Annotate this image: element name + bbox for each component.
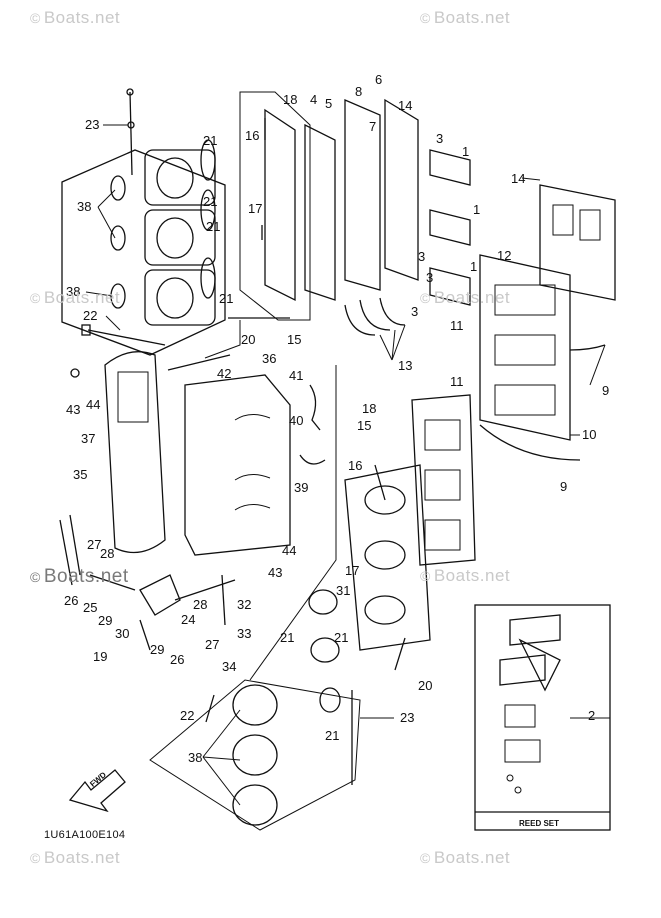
callout: 44 [282,543,296,558]
callout: 26 [64,593,78,608]
callout: 3 [436,131,443,146]
callout: 2 [588,708,595,723]
callout: 44 [86,397,100,412]
callout: 43 [268,565,282,580]
callout: 3 [411,304,418,319]
callout: 20 [418,678,432,693]
watermark: ©Boats.net [420,288,511,307]
callout: 1 [473,202,480,217]
diagram-code: 1U61A100E104 [44,829,126,841]
carburetor-assembly-lower [149,589,361,831]
callout: 38 [77,199,91,214]
reed-valve-stack [228,91,471,336]
callout: 11 [450,318,464,333]
leader-lines [85,124,606,806]
callout: 22 [180,708,194,723]
watermark: ©Boats.net [420,848,511,867]
callout: 14 [398,98,412,113]
callout: 32 [237,597,251,612]
callout: 37 [81,431,95,446]
callout: 8 [355,84,362,99]
callout: 15 [287,332,301,347]
callout: 34 [222,659,236,674]
callout: 1 [470,259,477,274]
callout: 29 [98,613,112,628]
callout: 5 [325,96,332,111]
callout: 17 [248,201,262,216]
watermark: ©Boats.net [30,566,129,587]
reed-set-label: REED SET [519,819,560,828]
callout: 31 [336,583,350,598]
callout: 22 [83,308,97,323]
callout: 28 [100,546,114,561]
callout: 14 [511,171,525,186]
callout: 21 [203,194,217,209]
watermark: ©Boats.net [30,288,121,307]
callout: 9 [560,479,567,494]
callout: 1 [462,144,469,159]
watermark: ©Boats.net [30,8,121,27]
callout: 30 [115,626,129,641]
callout: 7 [369,119,376,134]
callout: 29 [150,642,164,657]
fwd-arrow [68,769,126,813]
callout: 9 [602,383,609,398]
silencer-cover [167,320,326,556]
callout: 15 [357,418,371,433]
callout: 18 [283,92,297,107]
callout: 17 [345,563,359,578]
callout: 3 [418,249,425,264]
callout: 12 [497,248,511,263]
callout: 43 [66,402,80,417]
callout: 27 [87,537,101,552]
reed-set-box [474,604,611,831]
callout: 21 [206,219,220,234]
callout: 42 [217,366,231,381]
callout: 3 [426,270,433,285]
watermark: ©Boats.net [30,848,121,867]
callout: 16 [348,458,362,473]
callout: 33 [237,626,251,641]
callout: 11 [450,374,464,389]
callout: 28 [193,597,207,612]
callout: 38 [66,284,80,299]
callout: 41 [289,368,303,383]
callout: 25 [83,600,97,615]
callout: 19 [93,649,107,664]
callout: 26 [170,652,184,667]
callout: 21 [334,630,348,645]
callout: 39 [294,480,308,495]
intake-silencer [59,351,166,586]
carburetor-assembly-upper [61,88,226,356]
callout: 36 [262,351,276,366]
callout: 23 [400,710,414,725]
callout: 21 [325,728,339,743]
intake-manifold [479,184,616,461]
callout: 10 [582,427,596,442]
watermark: ©Boats.net [420,566,511,585]
carb-plates-lower [249,365,476,681]
callout: 21 [219,291,233,306]
callout: 23 [85,117,99,132]
callout: 40 [289,413,303,428]
callout: 38 [188,750,202,765]
callout: 35 [73,467,87,482]
callout: 21 [203,133,217,148]
part-callouts: 1 1 1 2 3 3 3 3 4 5 6 7 8 9 9 10 11 11 1… [64,72,609,765]
callout: 21 [280,630,294,645]
callout: 13 [398,358,412,373]
callout: 4 [310,92,317,107]
callout: 16 [245,128,259,143]
callout: 6 [375,72,382,87]
callout: 20 [241,332,255,347]
watermark: ©Boats.net [420,8,511,27]
callout: 27 [205,637,219,652]
throttle-linkage [69,514,236,651]
callout: 18 [362,401,376,416]
callout: 24 [181,612,195,627]
